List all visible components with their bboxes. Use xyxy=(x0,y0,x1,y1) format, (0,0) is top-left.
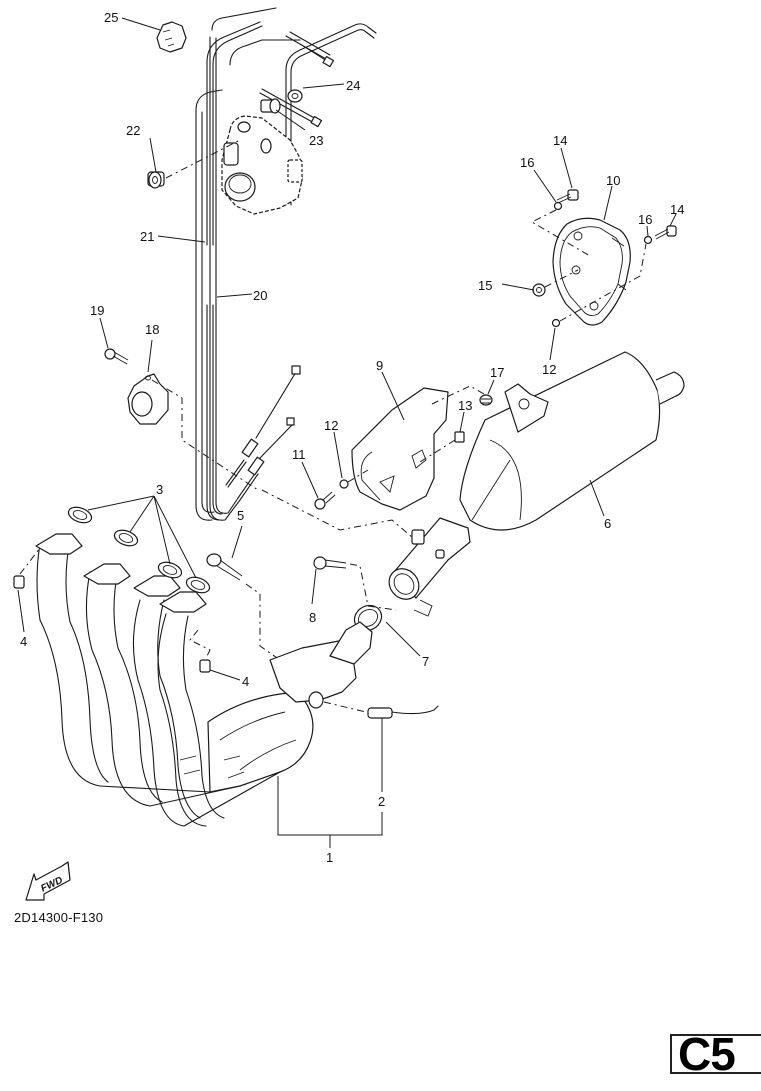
callout-1: 1 xyxy=(326,850,333,865)
clip-13 xyxy=(419,431,465,463)
washer-12 xyxy=(339,469,369,489)
exhaust-servo-assembly xyxy=(221,115,303,215)
cable-21 xyxy=(206,21,377,521)
cable-assembly xyxy=(195,7,335,521)
callout-12: 12 xyxy=(542,362,556,377)
callout-24: 24 xyxy=(346,78,360,93)
header-pipes xyxy=(36,539,281,827)
bolt-19 xyxy=(104,348,129,365)
callout-17: 17 xyxy=(490,365,504,380)
callout-21: 21 xyxy=(140,229,154,244)
bolt-11 xyxy=(314,491,336,510)
oxygen-sensor-2 xyxy=(323,701,439,719)
callout-15: 15 xyxy=(478,278,492,293)
callout-23: 23 xyxy=(309,133,323,148)
forward-arrow-icon: FWD xyxy=(25,861,71,901)
callout-11: 11 xyxy=(292,447,306,462)
nut-24 xyxy=(287,89,303,103)
end-cap-10 xyxy=(552,217,631,326)
callout-20: 20 xyxy=(253,288,267,303)
collector-pipe xyxy=(207,621,373,793)
bracket-18 xyxy=(127,373,259,491)
callout-7: 7 xyxy=(422,654,429,669)
callout-4: 4 xyxy=(20,634,27,649)
callout-9: 9 xyxy=(376,358,383,373)
clamp-25 xyxy=(156,21,187,53)
drawing-reference-code: 2D14300-F130 xyxy=(14,910,104,925)
connector-line-11 xyxy=(261,489,421,545)
mid-pipe-connector xyxy=(388,517,471,617)
callout-6: 6 xyxy=(604,516,611,531)
header-flanges xyxy=(35,533,207,613)
heat-protector-9 xyxy=(351,385,485,511)
callout-14: 14 xyxy=(553,133,567,148)
page-label: C5 xyxy=(678,1028,736,1080)
callout-25: 25 xyxy=(104,10,118,25)
callout-14: 14 xyxy=(670,202,684,217)
nuts-4 xyxy=(13,547,211,673)
leader-lines xyxy=(17,17,677,848)
callout-8: 8 xyxy=(309,610,316,625)
callout-5: 5 xyxy=(237,508,244,523)
callout-4: 4 xyxy=(242,674,249,689)
bolt-8 xyxy=(313,556,397,611)
callout-22: 22 xyxy=(126,123,140,138)
collar-23 xyxy=(260,98,281,114)
callout-2: 2 xyxy=(378,794,385,809)
callout-labels: 1 2 3 4 4 5 6 7 8 9 10 11 12 12 13 14 14… xyxy=(20,10,684,865)
grommet-22 xyxy=(147,139,241,189)
page-label-box xyxy=(670,1034,761,1074)
callout-10: 10 xyxy=(606,173,620,188)
callout-16: 16 xyxy=(638,212,652,227)
callout-18: 18 xyxy=(145,322,159,337)
callout-19: 19 xyxy=(90,303,104,318)
callout-12: 12 xyxy=(324,418,338,433)
grommet-17 xyxy=(479,394,493,406)
callout-16: 16 xyxy=(520,155,534,170)
callout-3: 3 xyxy=(156,482,163,497)
callout-13: 13 xyxy=(458,398,472,413)
fastener-set-10 xyxy=(530,189,677,328)
gaskets-3 xyxy=(67,506,211,594)
muffler-6 xyxy=(459,351,685,531)
bolt-5 xyxy=(206,553,281,661)
